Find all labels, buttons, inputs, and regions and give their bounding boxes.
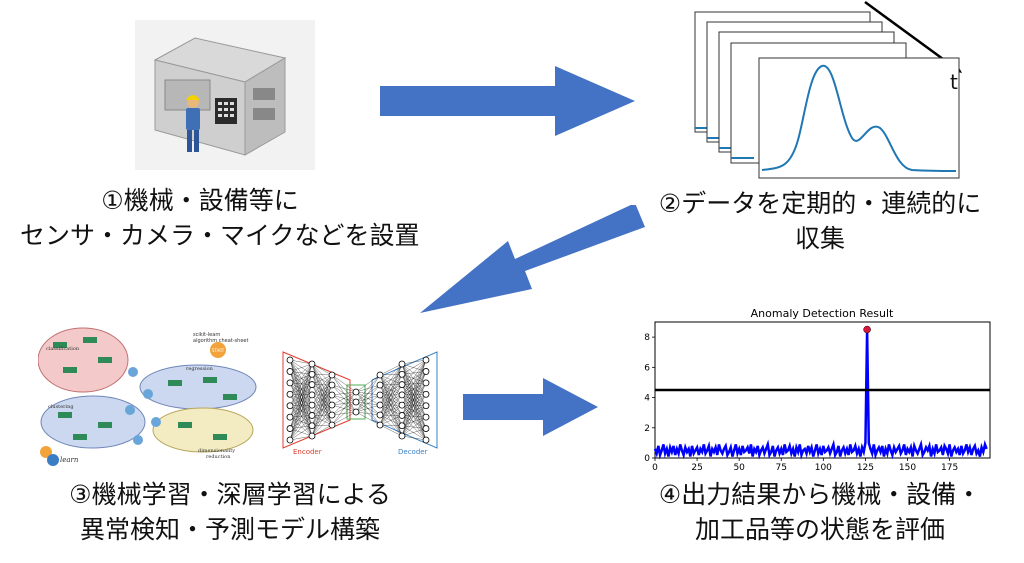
svg-text:scikit-learn: scikit-learn <box>193 332 220 338</box>
arrow-right-icon <box>380 66 635 136</box>
step3-caption: ③機械学習・深層学習による 異常検知・予測モデル構築 <box>40 477 420 547</box>
anomaly-detection-chart: Anomaly Detection Result 0 25 50 75 100 125 15… <box>644 307 991 473</box>
network-node <box>328 391 336 399</box>
x-tick-label: 75 <box>776 463 787 473</box>
step4-line1: ④出力結果から機械・設備・ <box>658 480 982 509</box>
step2-caption: ②データを定期的・連続的に 収集 <box>630 186 1010 256</box>
step1-caption: ①機械・設備等に センサ・カメラ・マイクなどを設置 <box>20 183 420 253</box>
network-node <box>398 381 406 388</box>
arrow-diagonal-icon <box>420 205 645 313</box>
x-tick-label: 0 <box>652 463 658 473</box>
network-node <box>286 402 294 410</box>
y-tick-label: 4 <box>644 394 650 404</box>
network-node <box>286 425 294 432</box>
y-tick-label: 2 <box>644 424 650 434</box>
step4-caption: ④出力結果から機械・設備・ 加工品等の状態を評価 <box>630 477 1010 547</box>
network-node <box>352 388 360 396</box>
network-node <box>328 401 336 409</box>
network-node <box>286 390 294 398</box>
network-node <box>422 390 430 398</box>
network-node <box>328 381 336 389</box>
svg-text:dimensionality: dimensionality <box>198 448 235 454</box>
network-node <box>376 401 384 409</box>
x-tick-label: 25 <box>691 463 702 473</box>
chart-title: Anomaly Detection Result <box>751 307 894 320</box>
svg-text:learn: learn <box>60 456 79 464</box>
network-node <box>328 371 336 379</box>
network-node <box>422 413 430 421</box>
step3-line1: ③機械学習・深層学習による <box>69 480 391 509</box>
network-node <box>376 391 384 399</box>
step4-line2: 加工品等の状態を評価 <box>694 515 945 544</box>
x-tick-label: 150 <box>899 463 916 473</box>
svg-text:clustering: clustering <box>48 404 74 410</box>
network-node <box>398 370 406 378</box>
network-node <box>352 408 360 416</box>
network-node <box>286 436 294 444</box>
x-tick-label: 175 <box>941 463 958 473</box>
network-node <box>376 421 384 429</box>
network-node <box>422 368 430 375</box>
network-node <box>398 432 406 440</box>
network-node <box>308 370 316 378</box>
network-node <box>286 356 294 364</box>
network-node <box>308 412 316 419</box>
network-node <box>328 421 336 429</box>
anomaly-point <box>863 325 871 334</box>
network-node <box>422 379 430 387</box>
machine-illustration <box>135 20 315 170</box>
svg-text:classification: classification <box>46 346 80 352</box>
y-tick-label: 0 <box>644 454 650 464</box>
y-tick-label: 6 <box>644 363 650 373</box>
signal-series-line <box>653 329 988 460</box>
time-series-stack <box>694 0 962 179</box>
network-node <box>286 368 294 375</box>
step1-line2: センサ・カメラ・マイクなどを設置 <box>20 221 420 250</box>
step2-line1: ②データを定期的・連続的に <box>658 189 982 218</box>
network-node <box>422 402 430 410</box>
network-node <box>398 360 406 368</box>
decoder-label: Decoder <box>398 448 428 456</box>
network-node <box>328 411 336 419</box>
network-node <box>398 391 406 399</box>
network-node <box>308 432 316 440</box>
network-node <box>308 401 316 409</box>
network-node <box>352 398 360 406</box>
network-node <box>308 391 316 399</box>
step1-line1: ①機械・設備等に <box>101 186 299 215</box>
svg-text:reduction: reduction <box>206 454 231 460</box>
step3-line2: 異常検知・予測モデル構築 <box>79 515 380 544</box>
step2-line2: 収集 <box>794 224 845 253</box>
x-tick-label: 125 <box>857 463 874 473</box>
sklearn-cheatsheet: START scikit-learn algorithm cheat-sheet… <box>38 322 260 468</box>
network-node <box>308 422 316 430</box>
y-tick-label: 8 <box>644 333 650 343</box>
network-node <box>422 356 430 364</box>
network-node <box>376 371 384 379</box>
svg-text:START: START <box>212 348 225 353</box>
svg-text:regression: regression <box>186 366 214 372</box>
network-node <box>308 381 316 388</box>
network-node <box>422 436 430 444</box>
encoder-label: Encoder <box>293 448 322 456</box>
network-node <box>376 411 384 419</box>
x-tick-label: 50 <box>733 463 745 473</box>
autoencoder-diagram <box>282 351 438 449</box>
svg-text:algorithm cheat-sheet: algorithm cheat-sheet <box>193 338 248 344</box>
network-node <box>422 425 430 432</box>
network-node <box>308 360 316 368</box>
network-node <box>398 422 406 430</box>
network-node <box>398 401 406 409</box>
network-node <box>286 379 294 387</box>
time-axis-label: t <box>950 70 958 94</box>
network-node <box>376 381 384 389</box>
arrow-right-icon-2 <box>463 378 598 436</box>
network-node <box>286 413 294 421</box>
network-node <box>398 412 406 419</box>
x-tick-label: 100 <box>815 463 832 473</box>
